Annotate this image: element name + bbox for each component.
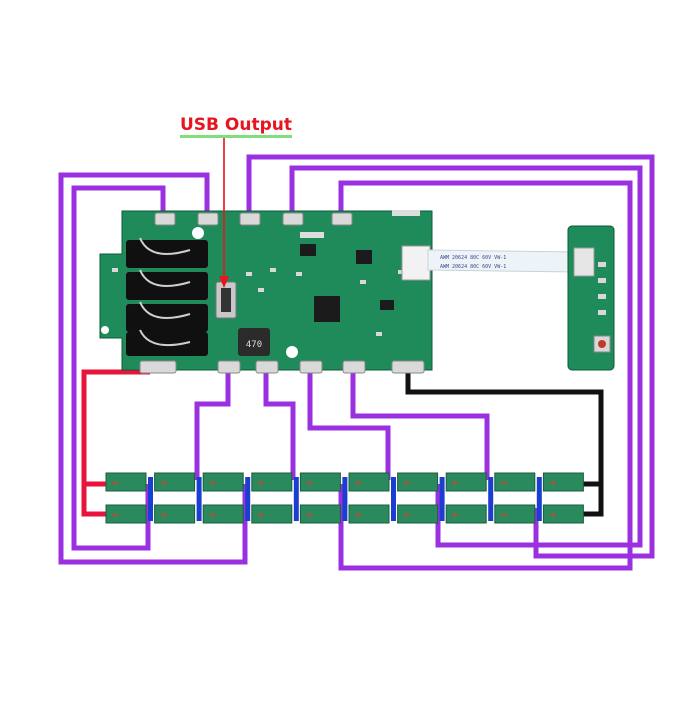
battery-cell (105, 472, 147, 492)
cell-positive-mark: + (111, 478, 119, 489)
indicator-board (567, 225, 615, 371)
sense-wires (58, 154, 655, 571)
negative-wire (405, 372, 604, 517)
usb-output-annotation: USB Output (180, 115, 292, 288)
cell-positive-mark: + (257, 478, 265, 489)
inductor-icon: 470 (238, 328, 270, 356)
ribbon-marking-1: AWM 20624 80C 60V VW-1 (440, 255, 506, 261)
battery-cell (494, 504, 536, 524)
battery-cell (348, 504, 390, 524)
battery-cell (445, 504, 487, 524)
ribbon-marking-2: AWM 20624 80C 60V VW-1 (440, 264, 506, 270)
cell-bus-bar (196, 477, 202, 521)
terminal-pad (342, 360, 366, 374)
cell-positive-mark: + (305, 510, 313, 521)
ribbon-socket (401, 245, 431, 281)
led-pads (598, 262, 606, 315)
sense-wire-4 (289, 165, 643, 548)
inductor-marking: 470 (246, 340, 262, 350)
header-connector (300, 210, 420, 238)
cell-bus-bar (245, 477, 251, 521)
chip-icon (300, 244, 394, 322)
usb-output-label: USB Output (180, 115, 292, 135)
cell-positive-mark: + (160, 478, 168, 489)
terminal-pad (282, 212, 304, 226)
cell-positive-mark: + (305, 478, 313, 489)
sense-wire-9 (350, 372, 490, 480)
cell-bus-bar (536, 477, 542, 521)
mosfet-blocks (126, 240, 208, 356)
terminal-pad (154, 212, 176, 226)
cell-positive-mark: + (500, 510, 508, 521)
cell-bus-bar (293, 477, 299, 521)
battery-cell (251, 504, 293, 524)
cell-positive-mark: + (403, 510, 411, 521)
wire-loops (139, 237, 191, 346)
cell-positive-mark: + (548, 478, 556, 489)
mosfet-block (126, 332, 208, 356)
cell-bus-bar (391, 477, 396, 521)
cell-positive-mark: + (160, 510, 168, 521)
battery-cell (542, 504, 584, 524)
terminal-pad (391, 360, 425, 374)
battery-cell (202, 472, 244, 492)
cell-positive-mark: + (257, 510, 265, 521)
cell-positive-mark: + (208, 478, 216, 489)
ribbon-cable: AWM 20624 80C 60V VW-1 AWM 20624 80C 60V… (427, 249, 579, 273)
sense-wire-3 (246, 154, 655, 559)
cell-positive-mark: + (111, 510, 119, 521)
smd-components (112, 268, 404, 336)
cell-positive-mark: + (451, 510, 459, 521)
push-button-icon (593, 335, 611, 353)
cell-bus-bar (148, 477, 153, 521)
sense-wire-5 (338, 180, 633, 571)
top-terminal-pads (154, 212, 353, 226)
sense-wire-1 (71, 185, 166, 551)
terminal-pad (139, 360, 177, 374)
sense-wire-7 (263, 372, 296, 480)
usb-port-icon (215, 281, 237, 319)
terminal-pad (331, 212, 353, 226)
battery-cell (299, 504, 341, 524)
terminal-pad (299, 360, 323, 374)
battery-cell (348, 472, 390, 492)
battery-cell (397, 504, 439, 524)
cell-positive-mark: + (208, 510, 216, 521)
battery-cell (202, 504, 244, 524)
positive-wire (81, 369, 150, 517)
cell-positive-mark: + (451, 478, 459, 489)
cell-positive-mark: + (548, 510, 556, 521)
cell-positive-mark: + (500, 478, 508, 489)
annotation-underline (180, 135, 292, 138)
sense-wire-6 (194, 372, 231, 480)
terminal-pad (239, 212, 261, 226)
cell-bus-bars (148, 477, 542, 521)
terminal-pad (255, 360, 279, 374)
bms-main-board: 470 (99, 210, 433, 374)
battery-cell (299, 472, 341, 492)
battery-cell-array: + + + + + + + + + + + + + + + + + + + + (105, 472, 584, 524)
side-connector (573, 247, 595, 277)
sense-wire-2 (58, 172, 248, 565)
sense-wire-8 (307, 372, 391, 480)
terminal-pad (217, 360, 241, 374)
cell-positive-mark: + (354, 510, 362, 521)
cell-bus-bar (439, 477, 445, 521)
bottom-terminal-pads (139, 360, 425, 374)
battery-cell (397, 472, 439, 492)
battery-cell (154, 504, 196, 524)
battery-cell (154, 472, 196, 492)
cell-bus-bar (342, 477, 348, 521)
cell-positive-mark: + (354, 478, 362, 489)
cell-positive-mark: + (403, 478, 411, 489)
battery-cell (542, 472, 584, 492)
terminal-pad (197, 212, 219, 226)
battery-cell (251, 472, 293, 492)
cell-bus-bar (488, 477, 494, 521)
battery-cell (494, 472, 536, 492)
battery-cell (105, 504, 147, 524)
battery-cell (445, 472, 487, 492)
